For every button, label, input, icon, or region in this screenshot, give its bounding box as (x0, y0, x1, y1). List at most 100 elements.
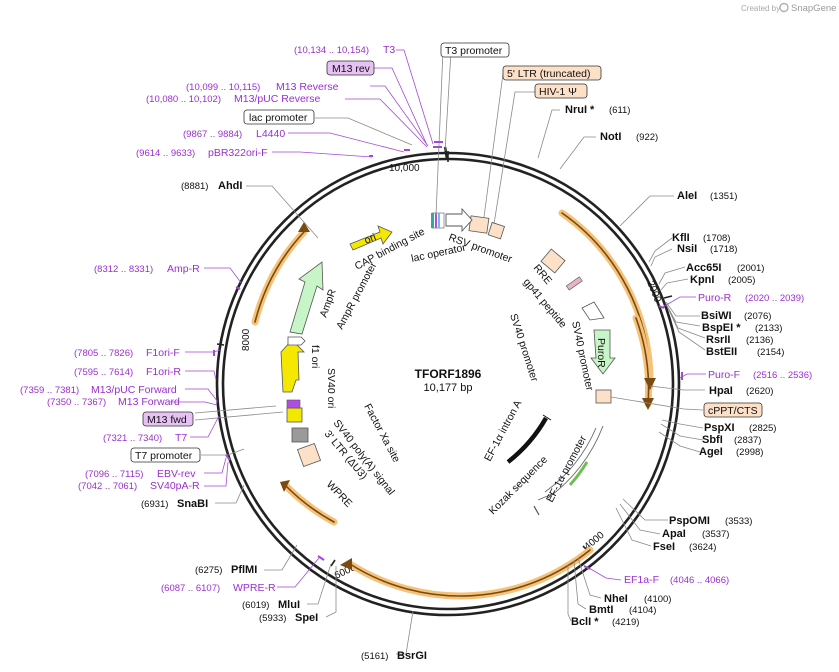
label-sv40-promoter-b: SV40 promoter (507, 312, 540, 383)
primer-name: T7 (175, 432, 187, 444)
feature-ef1a-intron (506, 414, 552, 464)
primer-name: M13 Reverse (276, 81, 339, 93)
tick-8000: 8000 (241, 328, 252, 351)
enzyme-name: SnaBI (177, 498, 208, 510)
box-m13fwd: M13 fwd (147, 414, 187, 426)
tick-2000: 2000 (644, 279, 663, 304)
enzyme-name: BspEI * (702, 322, 741, 334)
enzyme-name: NruI * (565, 104, 595, 116)
primer-pos: (7096 .. 7115) (85, 469, 143, 480)
enzyme-name: NheI (604, 593, 628, 605)
primer-pos: (10,134 .. 10,154) (294, 45, 369, 56)
plasmid-length: 10,177 bp (424, 382, 473, 394)
enzyme-name: BclI * (571, 616, 599, 628)
box-5ltr: 5' LTR (truncated) (507, 68, 591, 80)
enzyme-pos: (3624) (689, 542, 716, 553)
box-m13rev: M13 rev (332, 63, 371, 75)
primer-pos: (7350 .. 7367) (47, 397, 106, 408)
credit-created-by: Created by (741, 4, 780, 13)
enzyme-name: RsrII (706, 334, 730, 346)
enzyme-pos: (2005) (728, 275, 755, 286)
label-wpre: WPRE (324, 479, 355, 510)
ori-label: ori (363, 231, 378, 246)
enzyme-name: MluI (278, 599, 300, 611)
feature-kozak (533, 505, 540, 516)
enzyme-pos: (4100) (644, 594, 671, 605)
enzyme-pos: (2620) (746, 386, 773, 397)
enzyme-pos: (1708) (703, 233, 730, 244)
feature-ltr-block (468, 215, 612, 404)
enzyme-pos: (2133) (755, 323, 782, 334)
primer-name: F1ori-R (146, 366, 181, 378)
primer-pos: (10,099 .. 10,115) (186, 82, 260, 93)
enzyme-pos: (3533) (725, 516, 752, 527)
primer-labels: (10,134 .. 10,154) T3 (10,099 .. 10,115)… (20, 44, 812, 594)
enzyme-name: NotI (600, 131, 621, 143)
primer-pos: (7359 .. 7381) (20, 385, 79, 396)
enzyme-pos: (1718) (710, 244, 737, 255)
enzyme-pos: (611) (609, 105, 630, 116)
leader-lines (194, 49, 706, 655)
enzyme-pos: (2998) (736, 447, 763, 458)
primer-marks (213, 141, 683, 570)
box-hiv-psi: HIV-1 Ψ (539, 86, 577, 98)
enzyme-pos: (8881) (181, 181, 208, 192)
enzyme-pos: (1351) (710, 191, 737, 202)
feature-ef1a-promoter (537, 425, 604, 501)
primer-pos: (7321 .. 7340) (103, 433, 162, 444)
enzyme-pos: (5933) (259, 613, 286, 624)
feature-ampr-promoter (287, 336, 306, 346)
enzyme-name: Acc65I (686, 262, 721, 274)
puror-label: PuroR (595, 338, 607, 368)
tick-10000: 10,000 (389, 163, 420, 174)
label-ampr: AmpR (318, 287, 339, 319)
feature-3ltr (296, 442, 322, 468)
feature-gp41 (565, 276, 583, 291)
primer-name: EBV-rev (157, 468, 196, 480)
enzyme-pos: (2001) (737, 263, 764, 274)
primer-pos: (7595 .. 7614) (74, 367, 133, 378)
orf-arcs (251, 209, 654, 600)
primer-name: M13/pUC Reverse (234, 93, 321, 105)
primer-name: Amp-R (167, 263, 200, 275)
primer-name: L4440 (256, 128, 285, 140)
enzyme-name: AgeI (699, 446, 723, 458)
enzyme-pos: (2154) (757, 347, 784, 358)
box-t3-promoter: T3 promoter (445, 45, 503, 57)
enzyme-labels-left: (8881) AhdI (6931) SnaBI (6275) PflMI (6… (141, 180, 427, 662)
feature-puror: PuroR (590, 329, 616, 375)
enzyme-name: BstEII (706, 346, 737, 358)
feature-sv40-promoter (581, 301, 605, 321)
enzyme-name: PspXI (704, 422, 735, 434)
feature-sv40-ori (286, 399, 309, 443)
enzyme-pos: (4104) (629, 605, 656, 616)
enzyme-name: HpaI (709, 385, 733, 397)
enzyme-pos: (922) (636, 132, 658, 143)
enzyme-name: SbfI (702, 434, 723, 446)
primer-name: WPRE-R (233, 582, 276, 594)
boxed-labels: M13 rev lac promoter M13 fwd T7 promoter… (130, 42, 763, 463)
primer-name: F1ori-F (146, 347, 180, 359)
box-lac-promoter: lac promoter (249, 112, 308, 124)
enzyme-name: PspOMI (669, 515, 710, 527)
credit-brand: SnapGene (791, 3, 836, 14)
enzyme-pos: (2825) (749, 423, 776, 434)
primer-name: Puro-F (708, 369, 740, 381)
label-f1ori: f1 ori (309, 345, 321, 368)
enzyme-name: BsrGI (397, 650, 427, 662)
snapgene-logo-icon (779, 2, 789, 13)
primer-pos: (7042 .. 7061) (78, 481, 137, 492)
enzyme-pos: (3537) (702, 529, 729, 540)
enzyme-pos: (4219) (612, 617, 639, 628)
enzyme-pos: (6019) (242, 600, 269, 611)
primer-pos: (6087 .. 6107) (161, 583, 220, 594)
enzyme-name: NsiI (677, 243, 697, 255)
enzyme-name: BmtI (589, 604, 613, 616)
primer-pos: (2516 .. 2536) (753, 370, 812, 381)
label-sv40-promoter-a: SV40 promoter (569, 320, 596, 392)
enzyme-name: FseI (653, 541, 675, 553)
enzyme-name: PflMI (231, 564, 257, 576)
enzyme-name: KflI (672, 232, 690, 244)
enzyme-pos: (6275) (195, 565, 222, 576)
enzyme-name: KpnI (690, 274, 714, 286)
